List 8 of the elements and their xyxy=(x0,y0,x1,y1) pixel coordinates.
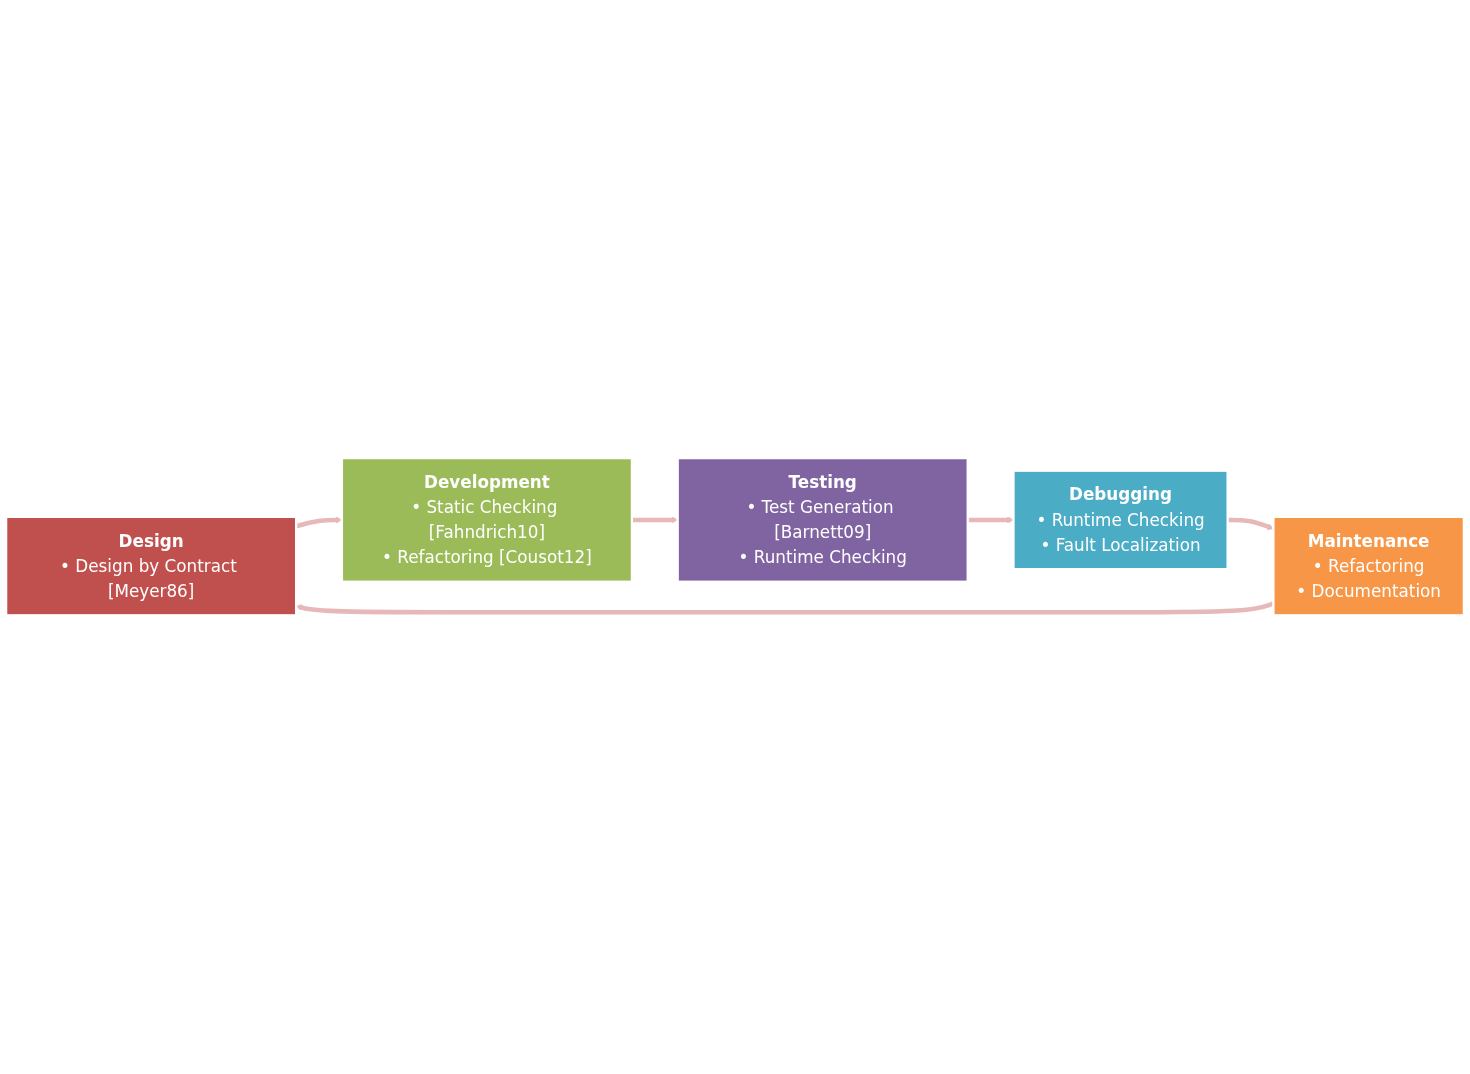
node-box: Maintenance • Refactoring • Documentation xyxy=(1272,516,1465,617)
node-box: Development • Static Checking [Fahndrich10] • Refactoring [Cousot12] xyxy=(340,457,634,584)
arrow xyxy=(967,516,1014,524)
arrow xyxy=(1227,517,1274,531)
node-box: Debugging • Runtime Checking • Fault Localization xyxy=(1012,469,1229,571)
arrow xyxy=(631,516,678,524)
node-box: Design • Design by Contract [Meyer86] xyxy=(5,516,298,617)
node-box: Testing • Test Generation [Barnett09] • Runtime Checking xyxy=(676,457,969,584)
